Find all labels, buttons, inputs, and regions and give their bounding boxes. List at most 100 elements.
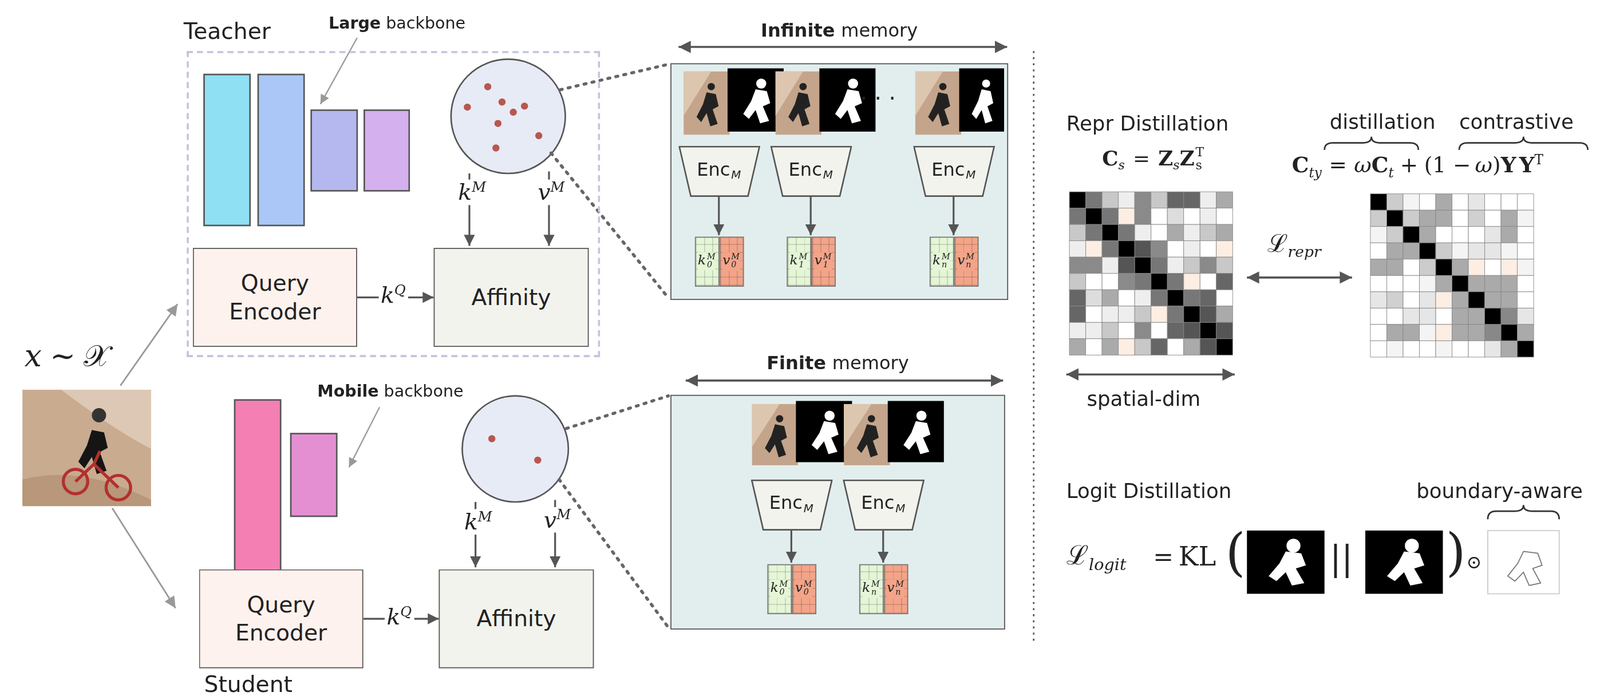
matrix-cell xyxy=(1452,242,1469,260)
matrix-cell xyxy=(1517,259,1535,276)
memory-dot xyxy=(484,83,492,90)
matrix-cell xyxy=(1419,194,1436,211)
label: = xyxy=(1152,543,1174,572)
process-box: Affinity xyxy=(438,569,594,669)
matrix-cell xyxy=(1199,322,1217,339)
cell-symbol: k xyxy=(770,579,779,596)
matrix-cell xyxy=(1118,257,1136,274)
label-text: contrastive xyxy=(1459,109,1574,134)
extent-arrow xyxy=(678,45,1007,49)
input-bike-frame xyxy=(75,451,119,488)
encoder-name: Enc xyxy=(931,157,965,179)
label-text: ty xyxy=(1308,164,1322,181)
matrix-cell xyxy=(1199,191,1217,209)
mask-blob xyxy=(835,89,863,124)
mask-thumbnail xyxy=(795,401,852,463)
matrix-cell xyxy=(1183,338,1201,356)
matrix-cell xyxy=(1085,224,1103,242)
superscript: M xyxy=(803,579,813,589)
matrix-cell xyxy=(1484,307,1502,325)
brace xyxy=(1324,136,1419,150)
mask-blob xyxy=(1387,551,1425,586)
matrix-cell xyxy=(1435,307,1453,325)
label-text: ℒ xyxy=(1267,229,1289,259)
trapezoid-shape xyxy=(751,479,832,529)
loss-arrow xyxy=(1246,276,1353,279)
label-text: ω xyxy=(1353,152,1372,178)
matrix-cell xyxy=(1452,291,1469,309)
label-text: v xyxy=(543,507,557,533)
superscript: M xyxy=(965,252,975,262)
superscript: M xyxy=(895,579,904,589)
encoder-text: EncM xyxy=(931,157,976,184)
matrix-cell xyxy=(1216,322,1234,339)
dotted-link xyxy=(560,64,669,90)
matrix-cell xyxy=(1101,289,1119,307)
label: Cs=ZsZTs xyxy=(1101,144,1204,173)
box-label: Query Encoder xyxy=(228,270,321,325)
matrix-cell xyxy=(1370,275,1388,292)
matrix-cell xyxy=(1517,242,1535,260)
matrix-cell xyxy=(1452,324,1469,342)
matrix-cell xyxy=(1069,257,1086,274)
memory-dot xyxy=(492,144,500,152)
mask-thumbnail xyxy=(887,401,944,463)
encoder-subscript: M xyxy=(823,168,833,183)
matrix-cell xyxy=(1386,259,1404,276)
photo-rider xyxy=(856,424,880,458)
matrix-cell xyxy=(1452,275,1469,292)
matrix-cell xyxy=(1134,273,1152,291)
input-photo xyxy=(22,389,152,507)
trapezoid-shape xyxy=(843,479,924,529)
matrix-cell xyxy=(1468,242,1485,260)
matrix-cell xyxy=(1167,338,1184,356)
label-text: backbone xyxy=(385,13,466,33)
matrix-cell xyxy=(1484,194,1502,211)
label-text: boundary-aware xyxy=(1416,478,1583,504)
matrix-cell xyxy=(1118,322,1136,339)
matrix-cell xyxy=(1386,340,1404,358)
label-text: M xyxy=(477,508,493,525)
encoder-text: EncM xyxy=(788,157,833,184)
backbone-stage xyxy=(234,400,281,580)
label-text: k xyxy=(457,179,472,206)
subscript: n xyxy=(895,589,904,598)
label: kQ xyxy=(384,603,414,630)
matrix-cell xyxy=(1370,307,1388,325)
memory-cell: vM0 xyxy=(791,563,816,614)
matrix-cell xyxy=(1419,226,1436,244)
matrix-cell xyxy=(1403,291,1420,309)
sub-sup: Mn xyxy=(871,579,880,598)
matrix-cell xyxy=(1134,338,1152,356)
matrix-cell xyxy=(1118,338,1136,356)
subscript: n xyxy=(965,261,975,270)
subscript: 1 xyxy=(798,261,808,270)
dotted-link xyxy=(566,396,669,429)
label-text: M xyxy=(471,178,487,196)
matrix-cell xyxy=(1386,324,1404,342)
matrix-cell xyxy=(1101,322,1119,339)
matrix-cell xyxy=(1484,242,1502,260)
mask-blob-head xyxy=(824,410,835,421)
matrix-cell xyxy=(1118,306,1136,323)
subscript: 1 xyxy=(823,261,832,270)
label-text: Y xyxy=(1519,152,1535,179)
label-text: k xyxy=(464,509,478,536)
trapezoid-shape xyxy=(678,145,760,196)
matrix-cell xyxy=(1500,226,1518,244)
label-text: ( xyxy=(1225,523,1246,583)
matrix-cell xyxy=(1419,324,1436,342)
sub-sup: Mn xyxy=(895,579,904,598)
backbone-stage xyxy=(311,110,358,192)
photo-rider-head xyxy=(799,83,807,91)
matrix-cell xyxy=(1370,291,1388,309)
label-text: Z xyxy=(1158,145,1173,171)
sub-sup: M1 xyxy=(823,252,832,270)
matrix-cell xyxy=(1118,241,1136,258)
label-text: ⊙ xyxy=(1466,551,1482,573)
matrix-cell xyxy=(1419,210,1436,227)
memory-cell: kMn xyxy=(929,236,954,287)
matrix-cell xyxy=(1199,241,1217,258)
matrix-cell xyxy=(1435,324,1453,342)
matrix-cell xyxy=(1199,306,1217,323)
